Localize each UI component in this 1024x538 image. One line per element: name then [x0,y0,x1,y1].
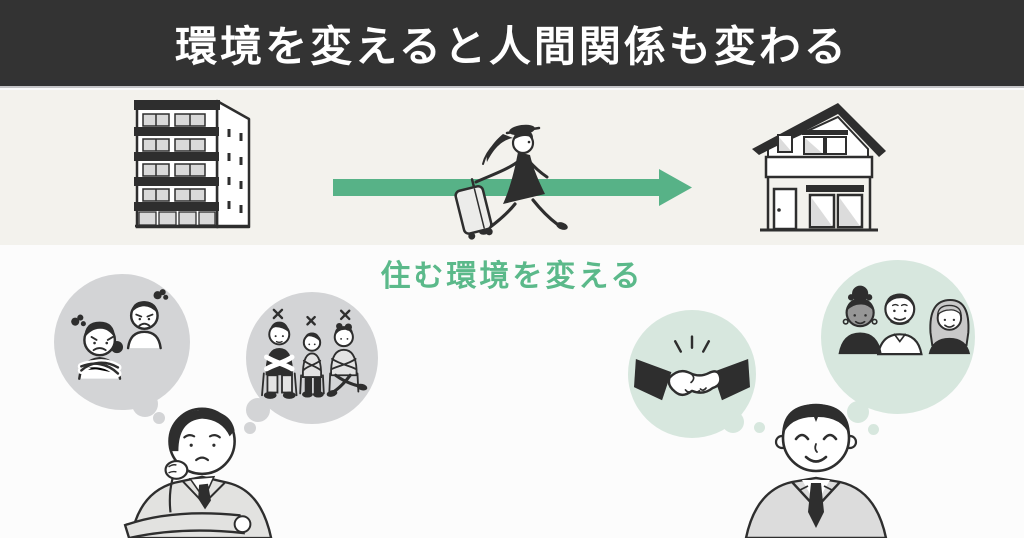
arguing-couple-icon [71,289,169,380]
thought-bubble-friends [821,260,975,414]
house-icon [752,103,886,232]
friendly-group-icon [838,285,971,356]
thought-tail-dot [754,422,765,433]
thought-tail-dot [868,424,879,435]
handshake-icon [634,335,750,401]
thought-tail-bump [722,411,744,433]
thought-tail-dot [244,422,256,434]
journey-caption: 住む環境を変える [380,260,644,293]
header-banner: 環境を変えると人間関係も変わる [0,0,1024,88]
crossed-arms-group-icon [261,308,368,399]
thought-tail-bump [246,398,270,422]
woman-with-suitcase-icon [454,124,568,240]
thought-tail-dot [153,412,165,424]
thought-bubble-rejection [246,292,378,424]
apartment-building-icon [134,99,251,229]
worried-man-icon [123,407,273,538]
page-title: 環境を変えると人間関係も変わる [175,22,849,70]
right-arrow-icon [333,169,692,206]
happy-man-icon [744,403,888,538]
thought-bubble-arguing [54,274,190,410]
thought-tail-bump [132,391,158,417]
thought-tail-bump [847,401,869,423]
